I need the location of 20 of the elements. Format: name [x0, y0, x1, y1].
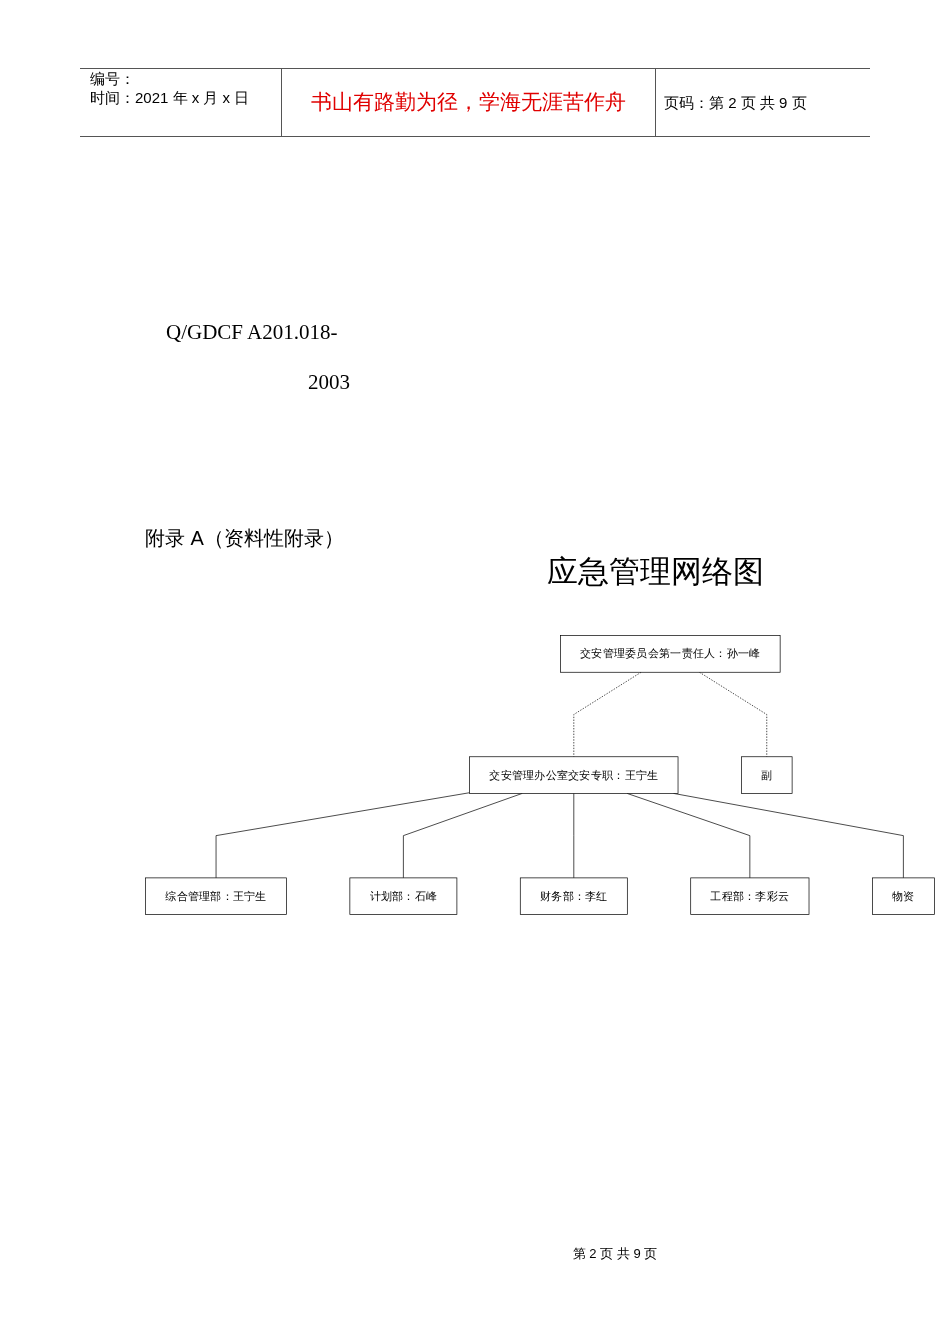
org-box: 计划部：石峰: [349, 877, 458, 915]
page-footer: 第 2 页 共 9 页: [572, 1246, 658, 1261]
org-box: 财务部：李红: [519, 877, 628, 915]
org-box: 工程部：李彩云: [690, 877, 810, 915]
org-box: 物资: [872, 877, 935, 915]
motto: 书山有路勤为径，学海无涯苦作舟: [310, 90, 626, 113]
standard-number: Q/GDCF A201.018-: [166, 320, 338, 345]
org-box: 交安管理委员会第一责任人：孙一峰: [560, 635, 781, 673]
page-number: 页码：第 2 页 共 9 页: [664, 94, 807, 112]
diagram-title: 应急管理网络图: [546, 554, 764, 589]
connector-line: [573, 793, 575, 879]
dashed-connector: [699, 671, 768, 758]
connector-line: [215, 792, 470, 879]
org-box: 副: [741, 756, 793, 794]
appendix-heading: 附录 A（资料性附录）: [145, 527, 344, 550]
document-number-label: 编号：: [90, 70, 135, 88]
org-box: 综合管理部：王宁生: [145, 877, 287, 915]
date-label: 时间：2021 年 x 月 x 日: [90, 89, 250, 107]
standard-year: 2003: [308, 370, 350, 395]
org-box: 交安管理办公室交安专职：王宁生: [469, 756, 679, 794]
